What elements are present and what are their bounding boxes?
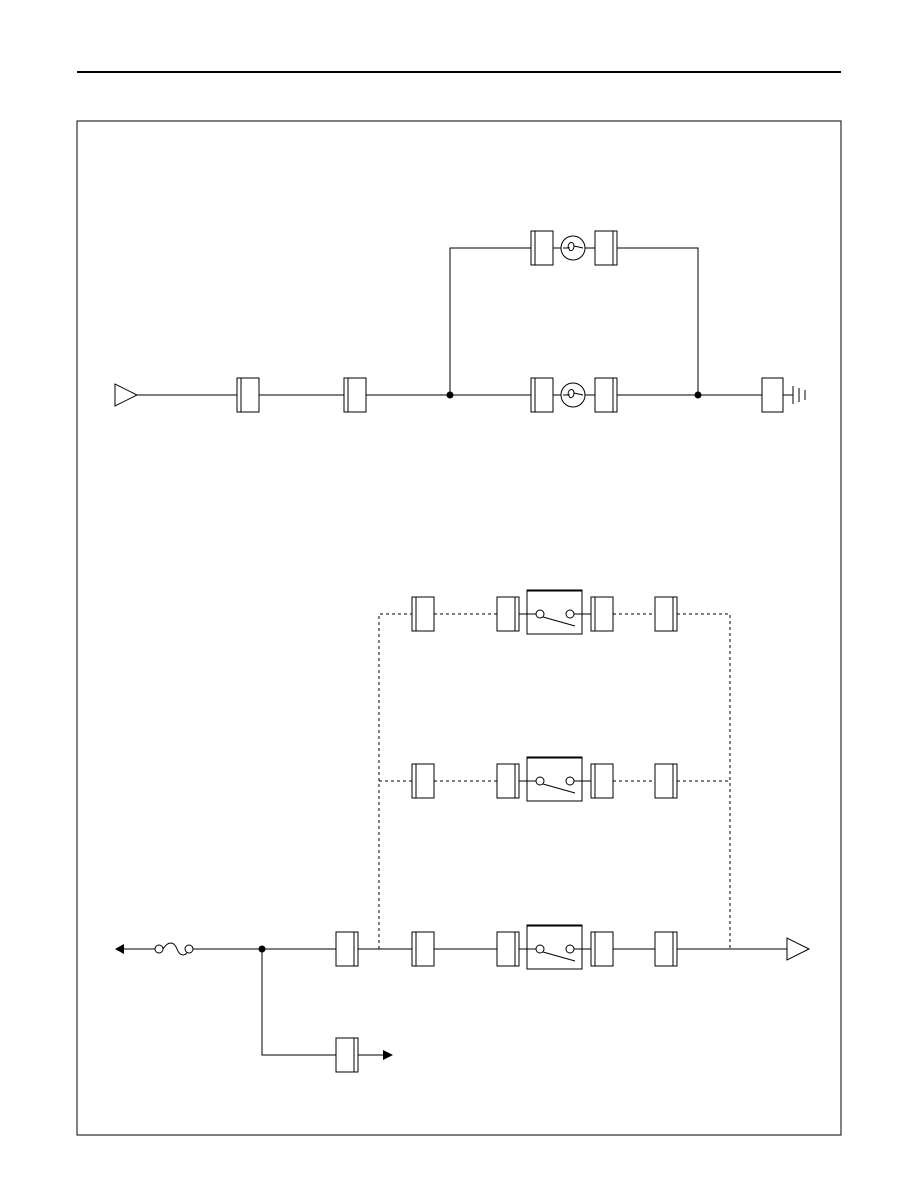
switch-icon [519,924,591,970]
output-arrow-icon [383,1050,393,1060]
switch-icon [519,756,591,802]
connector [654,596,678,632]
connector [530,230,554,266]
switch-circuit [115,589,811,1073]
connector [594,377,618,413]
connector [654,763,678,799]
connector [590,763,614,799]
connector [654,931,678,967]
lamp-icon [560,235,586,261]
connector [761,377,784,413]
switch-row [411,756,678,802]
lamp-circuit [114,230,806,413]
wire [617,247,699,395]
connector [236,377,260,413]
connector [343,377,367,413]
dashed-wire [378,613,412,949]
connector [594,230,618,266]
connector [496,763,520,799]
connector [411,763,435,799]
connector [411,596,435,632]
wire [261,949,336,1056]
connector [496,596,520,632]
connector [335,1037,359,1073]
switch-row [411,589,678,635]
switch-row [411,924,787,970]
battery-arrow-icon [115,944,124,954]
wire [449,247,531,395]
switch-icon [519,589,591,635]
ground-icon [783,386,806,404]
dashed-wire [677,613,731,949]
input-terminal-icon [114,383,139,407]
fuse-icon [154,942,194,956]
connector [411,931,435,967]
connector [496,931,520,967]
connector [590,931,614,967]
connector [590,596,614,632]
lamp-icon [560,382,586,408]
connector [335,931,359,967]
diagram-frame [76,120,842,1136]
connector [530,377,554,413]
output-terminal-icon [786,937,811,961]
